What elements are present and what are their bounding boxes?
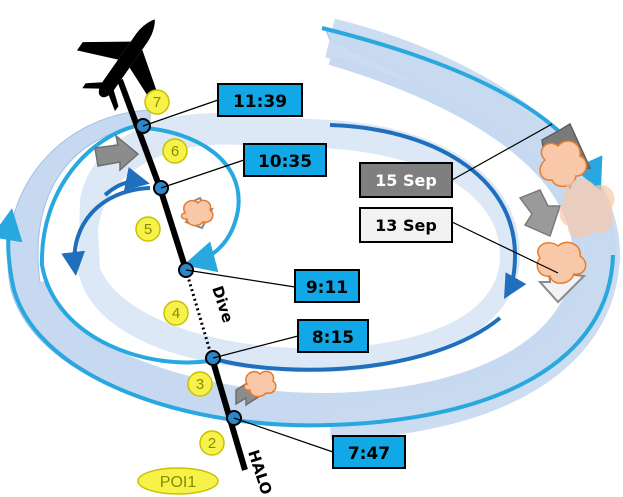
svg-text:5: 5	[144, 221, 152, 238]
svg-text:3: 3	[196, 376, 204, 393]
svg-text:6: 6	[171, 143, 179, 160]
time-label: 11:39	[233, 92, 287, 112]
date-label: 15 Sep	[375, 171, 437, 190]
halo-label: HALO	[244, 448, 275, 497]
time-label: 9:11	[306, 278, 348, 298]
time-box: 10:35	[243, 143, 327, 177]
time-box: 8:15	[297, 319, 369, 353]
date-box: 13 Sep	[359, 207, 453, 243]
airplane-icon	[76, 19, 159, 112]
inner-flow-bottom	[217, 316, 502, 372]
svg-text:2: 2	[208, 435, 216, 452]
cloud-icon	[180, 140, 615, 398]
time-label: 10:35	[258, 152, 312, 172]
inner-flow-left2	[103, 167, 150, 197]
poi-label: POI1	[160, 474, 197, 491]
date-box: 15 Sep	[359, 162, 453, 198]
time-box: 7:47	[332, 435, 406, 469]
svg-text:7: 7	[153, 94, 161, 111]
time-box: 9:11	[294, 269, 360, 303]
segment-circle: 4	[163, 300, 189, 326]
inner-flow-top	[329, 123, 527, 299]
poi-marker: POI1	[137, 467, 219, 495]
segment-circle: 6	[162, 138, 188, 164]
segment-circle: 2	[199, 430, 225, 456]
small-loop-edge	[144, 126, 241, 273]
time-connectors	[142, 99, 334, 453]
date-label: 13 Sep	[375, 216, 437, 235]
svg-text:4: 4	[172, 305, 180, 322]
segment-circle: 5	[135, 216, 161, 242]
segment-circle: 3	[187, 371, 213, 397]
time-box: 11:39	[217, 83, 303, 117]
segment-markers: 7 6 5 4 3 2	[135, 89, 225, 456]
time-label: 7:47	[348, 444, 390, 464]
time-label: 8:15	[312, 328, 354, 348]
date-connectors	[451, 123, 559, 274]
mid-edge	[39, 123, 216, 365]
segment-circle: 7	[144, 89, 170, 115]
